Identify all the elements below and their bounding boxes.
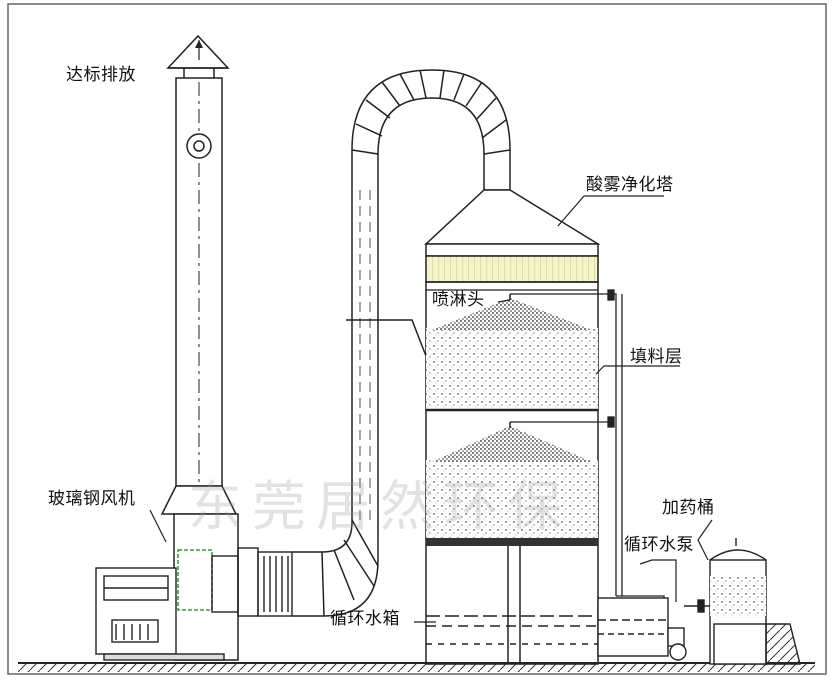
label-spray-head: 喷淋头 xyxy=(432,290,485,310)
leader-lines xyxy=(149,195,713,623)
label-circulation-pump: 循环水泵 xyxy=(624,535,694,555)
image-frame xyxy=(7,3,827,675)
dosing-tank xyxy=(709,538,801,665)
spray-piping xyxy=(510,289,665,610)
label-circulation-tank: 循环水箱 xyxy=(330,609,400,629)
label-dosing-tank: 加药桶 xyxy=(662,498,715,518)
frp-fan xyxy=(95,547,293,661)
label-stack-outlet: 达标排放 xyxy=(66,65,136,85)
exhaust-stack xyxy=(160,34,239,661)
watermark: 东莞居然环保 xyxy=(188,475,572,538)
label-frp-fan: 玻璃钢风机 xyxy=(48,489,136,509)
label-tower: 酸雾净化塔 xyxy=(586,175,674,195)
circulation-pump xyxy=(597,597,710,661)
acid-mist-tower xyxy=(424,189,601,665)
duct xyxy=(292,69,511,617)
ground xyxy=(18,662,815,672)
label-packing-layer: 填料层 xyxy=(630,347,683,367)
